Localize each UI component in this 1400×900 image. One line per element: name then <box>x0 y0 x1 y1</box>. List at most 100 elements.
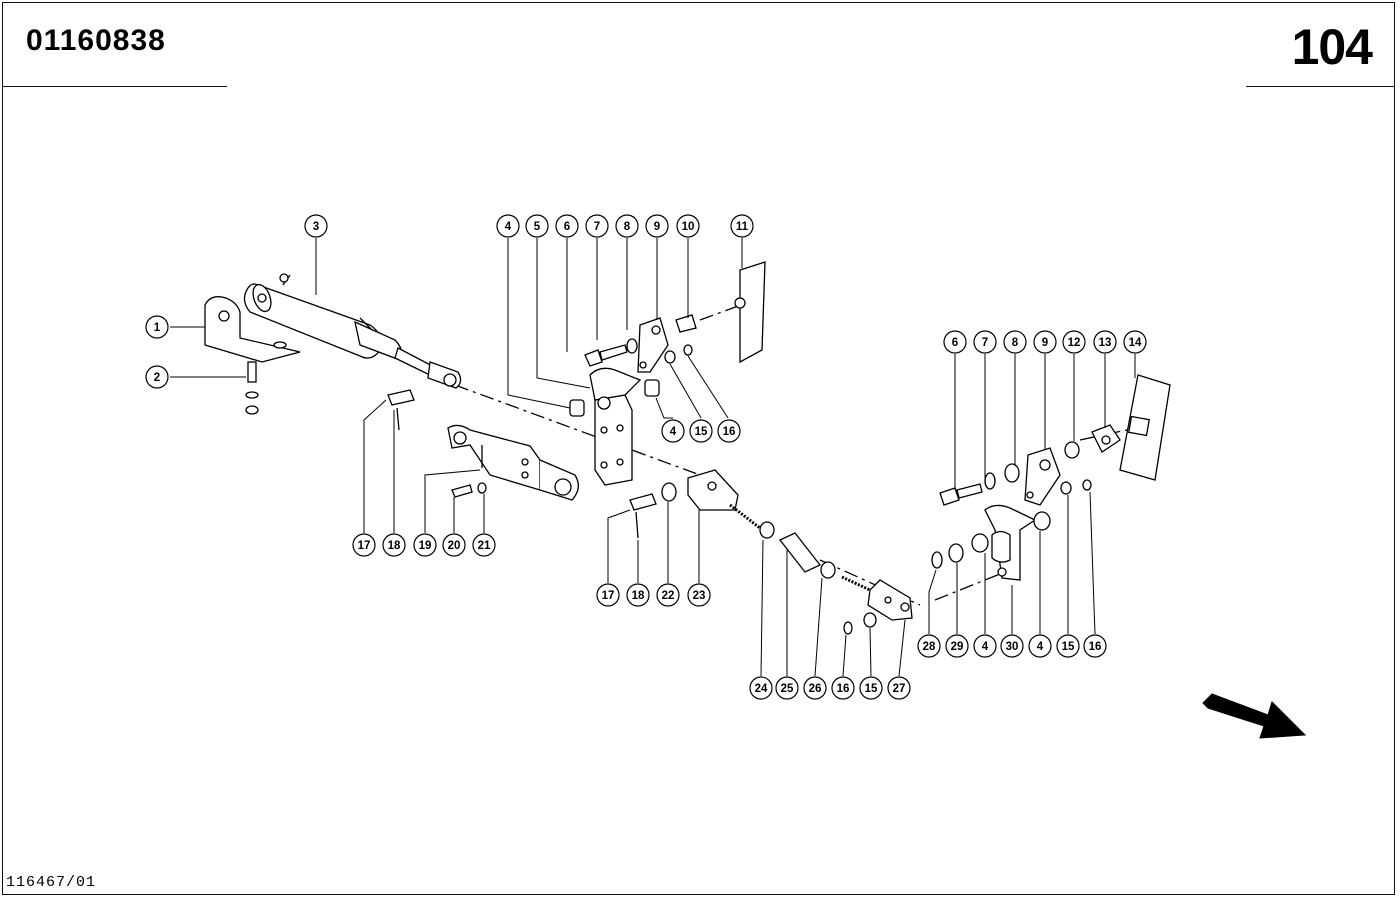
svg-text:17: 17 <box>358 540 371 552</box>
leader-lines <box>170 238 1136 677</box>
svg-text:20: 20 <box>448 540 461 552</box>
callout-20: 20 <box>442 533 466 557</box>
document-number: 01160838 <box>26 24 166 57</box>
callout-circles: 1 2 3 4 5 6 7 8 9 10 11 4 15 16 6 7 8 9 … <box>145 214 1147 700</box>
callout-8-top: 8 <box>615 214 639 238</box>
assembly-axis-line <box>454 297 1151 606</box>
part-hinge-plate <box>569 367 642 486</box>
part-nut-26 <box>820 561 836 579</box>
header: 01160838 104 <box>0 0 1400 90</box>
callout-4-mid: 4 <box>661 419 685 443</box>
part-bolt-small <box>245 361 259 415</box>
callout-16-bottom: 16 <box>831 676 855 700</box>
callout-7-top: 7 <box>585 214 609 238</box>
callout-8-right: 8 <box>1003 330 1027 354</box>
svg-text:4: 4 <box>670 426 677 438</box>
callout-2: 2 <box>145 365 169 389</box>
svg-text:9: 9 <box>1042 337 1048 349</box>
svg-text:1: 1 <box>154 322 161 334</box>
callout-7-right: 7 <box>973 330 997 354</box>
svg-text:7: 7 <box>594 221 600 233</box>
svg-text:15: 15 <box>865 683 878 695</box>
callout-1: 1 <box>145 315 169 339</box>
svg-text:18: 18 <box>632 590 645 602</box>
svg-text:14: 14 <box>1129 337 1142 349</box>
part-right-hinge <box>931 504 1051 581</box>
part-plate-upper <box>734 261 766 364</box>
svg-text:24: 24 <box>755 683 768 695</box>
svg-text:6: 6 <box>564 221 570 233</box>
svg-text:16: 16 <box>723 426 736 438</box>
svg-text:19: 19 <box>419 540 432 552</box>
callout-13: 13 <box>1093 330 1117 354</box>
part-plate-right <box>1119 374 1171 481</box>
svg-text:2: 2 <box>154 372 160 384</box>
svg-text:10: 10 <box>682 221 695 233</box>
drawing-reference: 116467/01 <box>6 874 97 891</box>
svg-text:21: 21 <box>478 540 491 552</box>
callout-28: 28 <box>917 634 941 658</box>
svg-text:16: 16 <box>1089 641 1102 653</box>
svg-text:6: 6 <box>952 337 958 349</box>
callout-16-mid: 16 <box>717 419 741 443</box>
callout-11: 11 <box>730 214 754 238</box>
callout-15-mid: 15 <box>689 419 713 443</box>
svg-text:18: 18 <box>388 540 401 552</box>
svg-text:3: 3 <box>313 221 319 233</box>
svg-text:30: 30 <box>1006 641 1019 653</box>
part-bolt-20 <box>451 482 487 498</box>
callout-26: 26 <box>803 676 827 700</box>
callout-22: 22 <box>656 583 680 607</box>
callout-3: 3 <box>304 214 328 238</box>
svg-text:15: 15 <box>695 426 708 438</box>
svg-text:8: 8 <box>624 221 631 233</box>
callout-18-left: 18 <box>382 533 406 557</box>
part-angle-bracket <box>447 424 579 501</box>
callout-24: 24 <box>749 676 773 700</box>
svg-text:29: 29 <box>951 641 964 653</box>
callout-15-bottom: 15 <box>859 676 883 700</box>
svg-text:22: 22 <box>662 590 675 602</box>
svg-text:26: 26 <box>809 683 822 695</box>
callout-15-right: 15 <box>1056 634 1080 658</box>
callout-19: 19 <box>413 533 437 557</box>
callout-12: 12 <box>1062 330 1086 354</box>
callout-4-top: 4 <box>496 214 520 238</box>
svg-text:4: 4 <box>505 221 512 233</box>
direction-arrow-icon <box>1202 693 1307 739</box>
page-number: 104 <box>1291 19 1373 75</box>
callout-29: 29 <box>945 634 969 658</box>
svg-text:25: 25 <box>781 683 794 695</box>
svg-text:7: 7 <box>982 337 988 349</box>
svg-text:15: 15 <box>1062 641 1075 653</box>
callout-27: 27 <box>887 676 911 700</box>
svg-text:27: 27 <box>893 683 906 695</box>
svg-text:11: 11 <box>736 221 749 233</box>
svg-text:12: 12 <box>1068 337 1081 349</box>
callout-5: 5 <box>525 214 549 238</box>
callout-9-top: 9 <box>645 214 669 238</box>
callout-9-right: 9 <box>1033 330 1057 354</box>
part-pin-left <box>387 389 415 431</box>
svg-text:23: 23 <box>693 590 706 602</box>
part-hydraulic-cylinder <box>243 273 462 389</box>
callout-25: 25 <box>775 676 799 700</box>
callout-14: 14 <box>1123 330 1147 354</box>
callout-16-right: 16 <box>1083 634 1107 658</box>
svg-text:4: 4 <box>1037 641 1044 653</box>
svg-text:17: 17 <box>602 590 615 602</box>
part-bracket <box>204 296 301 363</box>
callout-23: 23 <box>687 583 711 607</box>
callout-4-right-a: 4 <box>973 634 997 658</box>
part-clevis-rod-27 <box>841 575 913 635</box>
callout-6-right: 6 <box>943 330 967 354</box>
callout-21: 21 <box>472 533 496 557</box>
svg-text:8: 8 <box>1012 337 1019 349</box>
svg-text:28: 28 <box>923 641 936 653</box>
callout-6-top: 6 <box>555 214 579 238</box>
part-upper-fixings <box>584 314 697 397</box>
callout-10: 10 <box>676 214 700 238</box>
part-pin-middle <box>629 493 657 539</box>
